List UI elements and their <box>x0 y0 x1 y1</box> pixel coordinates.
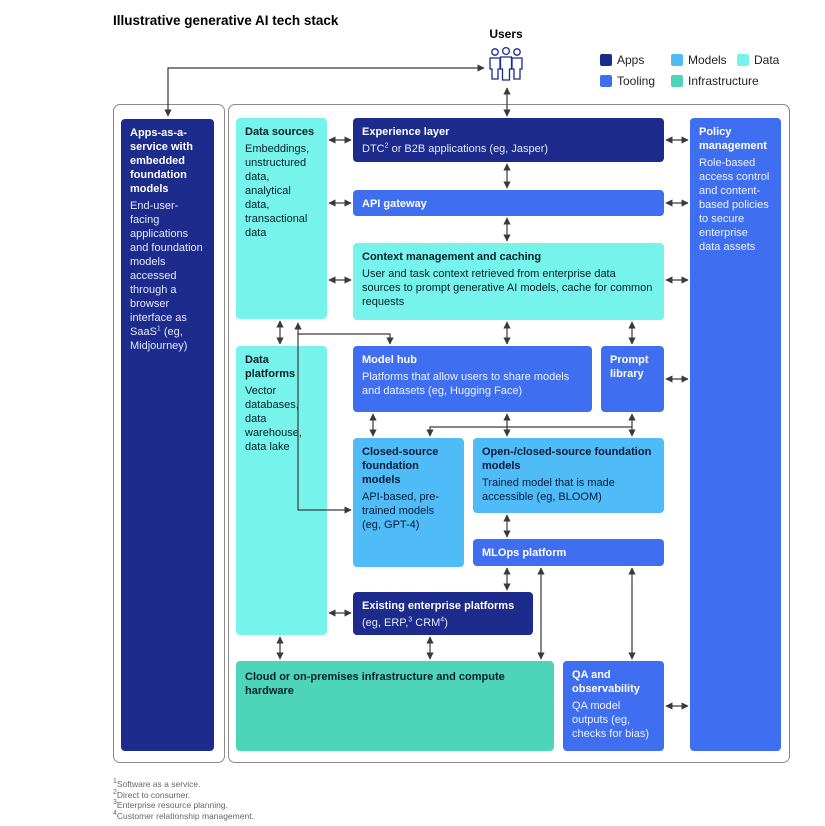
prompt-library-box: Prompt library <box>601 346 664 412</box>
page-title: Illustrative generative AI tech stack <box>113 13 339 28</box>
model-hub-desc: Platforms that allow users to share mode… <box>362 371 570 397</box>
policy-management-box: Policy management Role-based access cont… <box>690 118 781 751</box>
mlops-title: MLOps platform <box>482 547 567 559</box>
cloud-title: Cloud or on-premises infrastructure and … <box>245 671 505 697</box>
api-gateway-title: API gateway <box>362 198 427 210</box>
closed-source-models-box: Closed-source foundation models API-base… <box>353 438 464 567</box>
users-label: Users <box>489 27 523 41</box>
data-sources-title: Data sources <box>245 126 315 138</box>
cloud-infrastructure-box: Cloud or on-premises infrastructure and … <box>236 661 554 751</box>
legend-item-data: Data <box>737 53 779 67</box>
context-management-box: Context management and caching User and … <box>353 243 664 320</box>
footnote-2: 2Direct to consumer. <box>113 788 191 800</box>
legend-item-models: Models <box>671 53 727 67</box>
closed-source-desc: API-based, pre-trained models (eg, GPT-4… <box>362 491 440 531</box>
enterprise-platforms-box: Existing enterprise platforms (eg, ERP,3… <box>353 592 533 635</box>
footnotes: 1Software as a service. 2Direct to consu… <box>113 778 254 821</box>
footnote-4: 4Customer relationship management. <box>113 809 254 821</box>
data-platforms-title: Data platforms <box>245 354 296 380</box>
open-closed-desc: Trained model that is made accessible (e… <box>482 477 615 503</box>
legend: Apps Models Data Tooling Infrastructure <box>600 53 800 93</box>
experience-layer-box: Experience layer DTC2 or B2B application… <box>353 118 664 162</box>
footnote-3: 3Enterprise resource planning. <box>113 799 228 810</box>
qa-observability-box: QA and observability QA model outputs (e… <box>563 661 664 751</box>
saas-box: Apps-as-a-service with embedded foundati… <box>121 119 214 751</box>
data-platforms-box: Data platforms Vector databases, data wa… <box>236 346 327 635</box>
legend-item-apps: Apps <box>600 53 644 67</box>
data-sources-desc: Embeddings, unstructured data, analytica… <box>245 143 310 239</box>
policy-title: Policy management <box>699 126 767 152</box>
experience-desc: DTC2 or B2B applications (eg, Jasper) <box>362 142 549 155</box>
users-icon <box>489 46 523 81</box>
prompt-library-title: Prompt library <box>610 354 649 380</box>
saas-desc: End-user-facing applications and foundat… <box>130 200 203 352</box>
data-sources-box: Data sources Embeddings, unstructured da… <box>236 118 327 319</box>
enterprise-desc: (eg, ERP,3 CRM4) <box>362 616 448 629</box>
mlops-platform-box: MLOps platform <box>473 539 664 566</box>
policy-desc: Role-based access control and content-ba… <box>699 157 770 253</box>
footnote-1: 1Software as a service. <box>113 778 201 789</box>
context-desc: User and task context retrieved from ent… <box>362 268 653 308</box>
legend-item-tooling: Tooling <box>600 74 655 88</box>
model-hub-title: Model hub <box>362 354 417 366</box>
open-closed-title: Open-/closed-source foundation models <box>482 446 652 472</box>
qa-desc: QA model outputs (eg, checks for bias) <box>572 700 650 740</box>
qa-title: QA and observability <box>572 669 640 695</box>
enterprise-title: Existing enterprise platforms <box>362 600 515 612</box>
closed-source-title: Closed-source foundation models <box>362 446 439 486</box>
data-platforms-desc: Vector databases, data warehouse, data l… <box>245 385 302 453</box>
api-gateway-box: API gateway <box>353 190 664 216</box>
context-title: Context management and caching <box>362 251 542 263</box>
legend-item-infrastructure: Infrastructure <box>671 74 759 88</box>
experience-title: Experience layer <box>362 126 450 138</box>
saas-title: Apps-as-a-service with embedded foundati… <box>130 127 193 195</box>
open-closed-models-box: Open-/closed-source foundation models Tr… <box>473 438 664 513</box>
model-hub-box: Model hub Platforms that allow users to … <box>353 346 592 412</box>
